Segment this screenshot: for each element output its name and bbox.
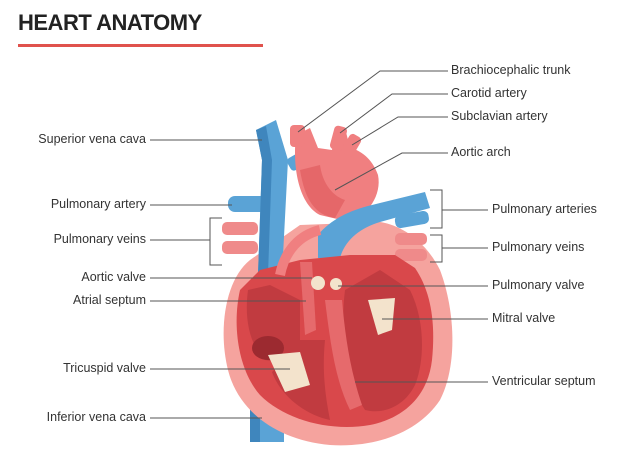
label-subclavian-artery: Subclavian artery — [451, 109, 548, 123]
label-superior-vena-cava: Superior vena cava — [38, 132, 146, 146]
label-atrial-septum: Atrial septum — [73, 293, 146, 307]
leader-brachiocephalic-trunk — [297, 70, 448, 133]
label-tricuspid-valve: Tricuspid valve — [63, 361, 146, 375]
subclavian-artery-vessel — [341, 133, 362, 157]
ventricular-septum-wall — [325, 300, 362, 410]
label-carotid-artery: Carotid artery — [451, 86, 527, 100]
aortic-valve-shape — [311, 276, 325, 290]
carotid-artery-vessel — [329, 125, 347, 151]
mitral-valve-shape — [368, 298, 395, 335]
bracket-pulmonary-arteries — [430, 189, 443, 229]
pulmonary-vein-right-2 — [395, 249, 427, 261]
label-inferior-vena-cava: Inferior vena cava — [46, 410, 146, 424]
tricuspid-valve-shape — [268, 352, 310, 392]
title-underline — [18, 44, 263, 47]
bracket-pulmonary-veins-left — [209, 217, 222, 266]
atrium-opening — [252, 336, 284, 360]
pulmonary-vein-right-1 — [395, 233, 427, 245]
label-pulmonary-artery: Pulmonary artery — [50, 197, 146, 211]
pulmonary-vein-left-1 — [222, 222, 258, 235]
label-aortic-arch: Aortic arch — [451, 145, 511, 159]
page-title: HEART ANATOMY — [18, 10, 202, 35]
label-aortic-valve: Aortic valve — [81, 270, 146, 284]
leader-carotid-artery — [339, 93, 448, 134]
label-pulmonary-valve: Pulmonary valve — [492, 278, 585, 292]
label-pulmonary-veins-right: Pulmonary veins — [492, 240, 585, 254]
label-brachiocephalic-trunk: Brachiocephalic trunk — [451, 63, 571, 77]
label-pulmonary-arteries: Pulmonary arteries — [492, 202, 597, 216]
leader-aortic-arch — [334, 152, 448, 191]
pulmonary-valve-shape — [330, 278, 342, 290]
pulmonary-arteries-vessel — [318, 192, 430, 258]
pulmonary-vein-left-2 — [222, 241, 258, 254]
label-mitral-valve: Mitral valve — [492, 311, 556, 325]
label-pulmonary-veins-left: Pulmonary veins — [53, 232, 146, 246]
leader-subclavian-artery — [351, 116, 448, 146]
label-ventricular-septum: Ventricular septum — [492, 374, 596, 388]
brachiocephalic-trunk-vessel — [290, 125, 305, 147]
left-ventricle — [343, 270, 422, 412]
